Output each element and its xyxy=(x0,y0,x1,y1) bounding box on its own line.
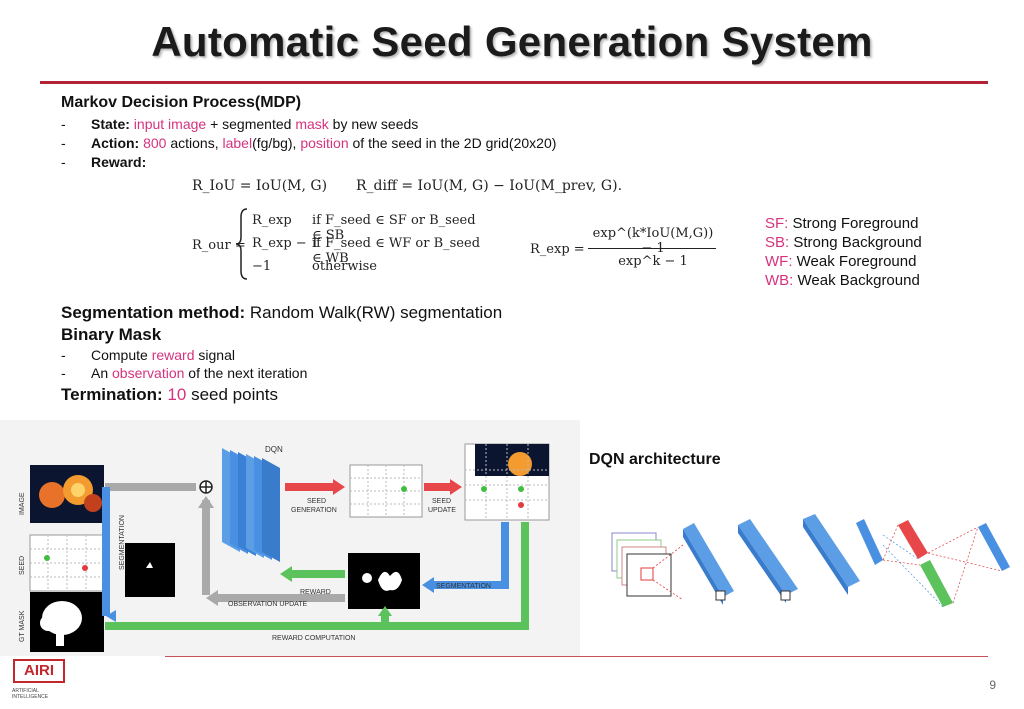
label-reward: REWARD xyxy=(300,589,331,596)
action-label: Action: xyxy=(91,135,140,151)
fc-layer-red xyxy=(898,520,928,559)
dqn-architecture-diagram xyxy=(611,514,1010,608)
label-seed-generation-2: GENERATION xyxy=(291,507,337,514)
arrow-reward-computation xyxy=(105,522,529,630)
slide-title: Automatic Seed Generation System xyxy=(151,18,873,65)
legend-wf: WF: Weak Foreground xyxy=(765,253,917,270)
case-3-val: −1 xyxy=(252,259,272,274)
title-underline xyxy=(40,81,988,84)
action-label-word: label xyxy=(222,135,253,151)
binary-mask-item-1: -Compute reward signal xyxy=(61,347,235,363)
case-1-cond: if F_seed ∈ SF or B_seed ∈ SB xyxy=(312,213,476,243)
case-2-cond: if F_seed ∈ WF or B_seed ∈ WB xyxy=(312,236,481,266)
action-count: 800 xyxy=(143,135,167,151)
logo-text: AIRI xyxy=(13,659,65,683)
case-3-cond: otherwise xyxy=(312,259,377,274)
termination-count: 10 xyxy=(167,385,187,404)
binary-mask-item-2: -An observation of the next iteration xyxy=(61,365,308,381)
seed-grid xyxy=(29,534,105,592)
arrow-segmentation-right xyxy=(430,522,509,589)
state-text: + segmented xyxy=(206,116,296,132)
r-exp-numerator: exp^(k*IoU(M,G)) − 1 xyxy=(592,226,714,256)
mdp-state-item: -State: input image + segmented mask by … xyxy=(61,116,419,132)
row-label-seed: SEED xyxy=(19,556,26,575)
dqn-block xyxy=(222,448,280,562)
label-segmentation: SEGMENTATION xyxy=(436,583,491,590)
action-fgbg: (fg/bg), xyxy=(252,135,301,151)
r-our-lhs: R_our = xyxy=(192,238,246,253)
airi-logo: AIRI xyxy=(13,659,65,683)
row-label-gt-mask: GT MASK xyxy=(19,610,26,642)
fc-layer-green xyxy=(920,560,953,607)
action-grid: of the seed in the 2D grid(20x20) xyxy=(348,135,557,151)
state-text-end: by new seeds xyxy=(328,116,419,132)
mdp-reward-item: -Reward: xyxy=(61,154,147,170)
state-input-image: input image xyxy=(133,116,207,132)
input-image xyxy=(30,465,104,523)
action-position: position xyxy=(300,135,349,151)
legend-sf: SF: Strong Foreground xyxy=(765,215,919,232)
row-label-image: IMAGE xyxy=(19,492,26,515)
case-1-val: R_exp xyxy=(252,213,292,228)
reward-label: Reward: xyxy=(91,154,147,170)
segmentation-label: Segmentation method: xyxy=(61,303,246,322)
label-observation-update: OBSERVATION UPDATE xyxy=(228,601,308,608)
label-seed-generation-1: SEED xyxy=(307,498,326,505)
segmented-mask xyxy=(125,543,175,597)
legend-sb: SB: Strong Background xyxy=(765,234,922,251)
pipeline-diagram: IMAGE SEED GT MASK SEGMENTATION xyxy=(0,420,580,656)
seed-legend: SF: Strong Foreground SB: Strong Backgro… xyxy=(765,214,922,290)
footer-separator xyxy=(165,656,988,657)
formula-r-iou: R_IoU = IoU(M, G) xyxy=(192,178,328,194)
mdp-action-item: -Action: 800 actions, label(fg/bg), posi… xyxy=(61,135,557,151)
case-2-val: R_exp − 1 xyxy=(252,236,320,251)
formula-r-our: R_our = R_exp if F_seed ∈ SF or B_seed ∈… xyxy=(192,205,482,285)
state-label: State: xyxy=(91,116,130,132)
label-seed-update-1: SEED xyxy=(432,498,451,505)
page-number: 9 xyxy=(989,678,996,692)
segmentation-method: Segmentation method: Random Walk(RW) seg… xyxy=(61,303,502,323)
r-exp-lhs: R_exp = xyxy=(530,242,585,257)
legend-wb: WB: Weak Background xyxy=(765,272,920,289)
conv-block-3 xyxy=(803,514,860,587)
seed-dot-green xyxy=(44,555,50,561)
binary-mask-heading: Binary Mask xyxy=(61,325,162,344)
label-reward-computation: REWARD COMPUTATION xyxy=(272,635,355,642)
seed-grid-middle xyxy=(349,464,423,518)
gt-mask-image xyxy=(30,592,104,652)
brace-icon xyxy=(235,208,248,280)
label-segmentation-vertical: SEGMENTATION xyxy=(119,515,126,570)
conv-block-1 xyxy=(683,523,734,597)
seed-grid-right xyxy=(464,443,550,521)
termination-text: seed points xyxy=(186,385,279,404)
fc-layer-1 xyxy=(856,519,883,565)
action-text: actions, xyxy=(166,135,223,151)
mdp-heading: Markov Decision Process(MDP) xyxy=(61,94,302,111)
label-dqn: DQN xyxy=(265,445,283,454)
formula-r-diff: R_diff = IoU(M, G) − IoU(M_prev, G). xyxy=(356,178,623,194)
output-layer xyxy=(978,523,1010,571)
r-exp-denominator: exp^k − 1 xyxy=(618,254,688,269)
input-frames xyxy=(611,532,672,597)
segmented-mask-right xyxy=(348,553,420,609)
conv-block-2 xyxy=(738,519,798,595)
label-seed-update-2: UPDATE xyxy=(428,507,456,514)
state-mask: mask xyxy=(295,116,329,132)
termination: Termination: 10 seed points xyxy=(61,385,278,405)
logo-subtitle: ARTIFICIAL INTELLIGENCE xyxy=(12,688,49,700)
dqn-architecture-title: DQN architecture xyxy=(589,451,721,468)
seed-dot-red xyxy=(82,565,88,571)
segmentation-text: Random Walk(RW) segmentation xyxy=(245,303,503,322)
termination-label: Termination: xyxy=(61,385,163,404)
formula-r-exp: R_exp = exp^(k*IoU(M,G)) − 1 exp^k − 1 xyxy=(530,222,720,282)
fraction-bar xyxy=(588,248,716,249)
